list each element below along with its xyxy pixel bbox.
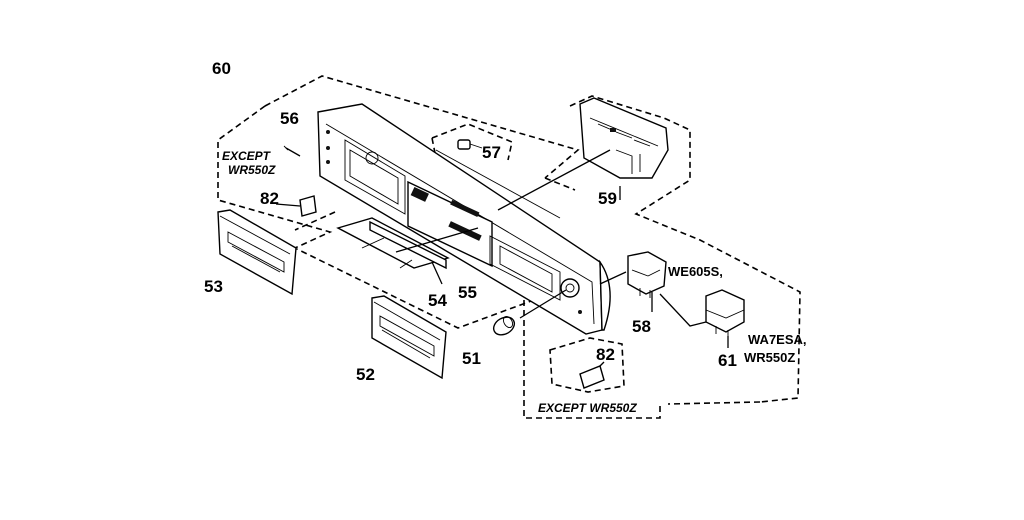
lower-right-dashed-boundary: [523, 300, 761, 419]
part-61-switch: [705, 289, 745, 338]
assembly-60-dashed-inner: [294, 177, 576, 231]
part-59-switch-assembly: [579, 97, 669, 179]
label-53: 53: [204, 277, 223, 296]
label-55: 55: [458, 283, 477, 302]
note-except-left-line2: WR550Z: [228, 163, 276, 177]
part-82-right-clip: [579, 365, 605, 389]
part-57-dashed-box: [431, 123, 513, 161]
label-59: 59: [598, 189, 617, 208]
label-54: 54: [428, 291, 447, 310]
label-82-right: 82: [596, 345, 615, 364]
control-panel-body: [317, 103, 611, 335]
part-52-button: [371, 295, 447, 380]
part-54-window-strip: [336, 217, 450, 270]
leader-lines: [275, 149, 729, 367]
part-58-switch: [627, 251, 667, 298]
part-82-right-dashed-box: [549, 337, 625, 393]
label-51: 51: [462, 349, 481, 368]
model-wa7esa: WA7ESA,: [748, 332, 807, 347]
part-51-knob: [492, 315, 516, 336]
part-56-screw: [283, 145, 301, 157]
model-we605s: WE605S,: [668, 264, 723, 279]
label-58: 58: [632, 317, 651, 336]
label-60: 60: [212, 59, 231, 78]
label-52: 52: [356, 365, 375, 384]
label-57: 57: [482, 143, 501, 162]
label-61: 61: [718, 351, 737, 370]
part-82-left-clip: [299, 195, 317, 217]
note-except-right: EXCEPT WR550Z: [538, 401, 637, 415]
label-82-left: 82: [260, 189, 279, 208]
label-56: 56: [280, 109, 299, 128]
model-wr550z: WR550Z: [744, 350, 795, 365]
part-57-clip: [457, 139, 483, 150]
part-53-button: [217, 209, 297, 296]
part-59-dashed-boundary: [569, 95, 801, 403]
note-except-left-line1: EXCEPT: [222, 149, 272, 163]
